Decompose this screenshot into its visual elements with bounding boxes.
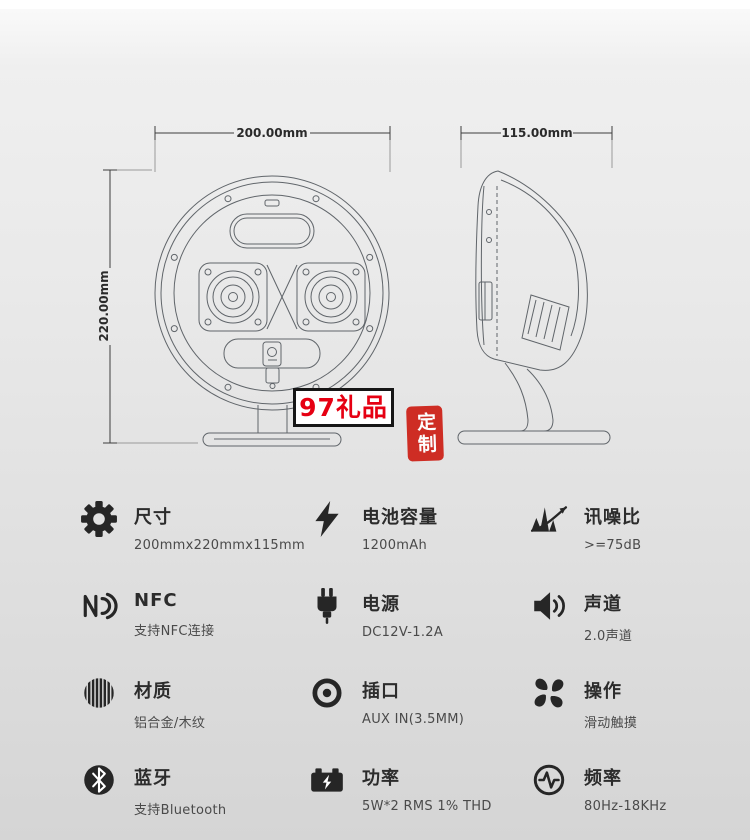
spec-item-output-power: 功率 5W*2 RMS 1% THD <box>308 761 530 840</box>
side-view-drawing <box>457 170 611 445</box>
spec-value: 支持NFC连接 <box>134 624 215 639</box>
dimension-lines <box>103 126 613 444</box>
power-plug-icon <box>308 587 346 625</box>
height-dimension-label: 220.00mm <box>97 270 111 341</box>
soundwave-icon <box>530 500 568 538</box>
spec-value: 200mmx220mmx115mm <box>134 538 305 553</box>
spec-title: 电源 <box>362 594 400 615</box>
spec-value: 80Hz-18KHz <box>584 799 667 814</box>
spec-grid: 尺寸 200mmx220mmx115mm 电池容量 1200mAh <box>80 500 750 840</box>
spec-value: DC12V-1.2A <box>362 625 444 640</box>
spec-item-frequency: 频率 80Hz-18KHz <box>530 761 750 840</box>
nfc-icon <box>80 587 118 625</box>
gear-icon <box>80 500 118 538</box>
spec-value: 支持Bluetooth <box>134 803 227 818</box>
spec-value: 2.0声道 <box>584 629 633 644</box>
speaker-icon <box>530 587 568 625</box>
spec-title: 讯噪比 <box>584 507 641 528</box>
spec-title: 操作 <box>584 681 622 702</box>
watermark-brand-text: 97礼品 <box>299 393 388 422</box>
spec-title: 材质 <box>134 681 172 702</box>
spec-item-material: 材质 铝合金/木纹 <box>80 674 308 761</box>
spec-item-battery-capacity: 电池容量 1200mAh <box>308 500 530 587</box>
spec-title: 插口 <box>362 681 400 702</box>
custom-seal-stamp: 定制 <box>406 405 444 462</box>
spec-value: AUX IN(3.5MM) <box>362 712 465 727</box>
spec-value: 铝合金/木纹 <box>134 716 206 731</box>
spec-item-bluetooth: 蓝牙 支持Bluetooth <box>80 761 308 840</box>
lightning-icon <box>308 500 346 538</box>
spec-value: >=75dB <box>584 538 642 553</box>
spec-title: 尺寸 <box>134 507 172 528</box>
spec-title: 电池容量 <box>362 507 438 528</box>
spec-item-power-supply: 电源 DC12V-1.2A <box>308 587 530 674</box>
spec-item-operation: 操作 滑动触摸 <box>530 674 750 761</box>
spec-title: NFC <box>134 590 178 611</box>
technical-diagram: 200.00mm 115.00mm 220.00mm <box>97 126 613 447</box>
spec-item-nfc: NFC 支持NFC连接 <box>80 587 308 674</box>
spec-item-input-jack: 插口 AUX IN(3.5MM) <box>308 674 530 761</box>
battery-icon <box>308 761 346 799</box>
frequency-icon <box>530 761 568 799</box>
spec-value: 5W*2 RMS 1% THD <box>362 799 492 814</box>
spec-value: 1200mAh <box>362 538 427 553</box>
touch-gesture-icon <box>530 674 568 712</box>
watermark-brand-box: 97礼品 <box>293 388 394 427</box>
spec-title: 蓝牙 <box>134 768 172 789</box>
spec-title: 功率 <box>362 768 400 789</box>
bluetooth-icon <box>80 761 118 799</box>
width-dimension-label: 200.00mm <box>236 126 307 140</box>
spec-value: 滑动触摸 <box>584 716 638 731</box>
audio-jack-icon <box>308 674 346 712</box>
spec-item-dimensions: 尺寸 200mmx220mmx115mm <box>80 500 308 587</box>
spec-title: 声道 <box>584 594 622 615</box>
spec-item-snr: 讯噪比 >=75dB <box>530 500 750 587</box>
depth-dimension-label: 115.00mm <box>501 126 572 140</box>
top-strip <box>0 0 750 9</box>
front-view-drawing <box>154 175 390 447</box>
spec-item-channels: 声道 2.0声道 <box>530 587 750 674</box>
seal-text: 定制 <box>413 411 438 456</box>
wood-grain-icon <box>80 674 118 712</box>
spec-title: 频率 <box>584 768 622 789</box>
